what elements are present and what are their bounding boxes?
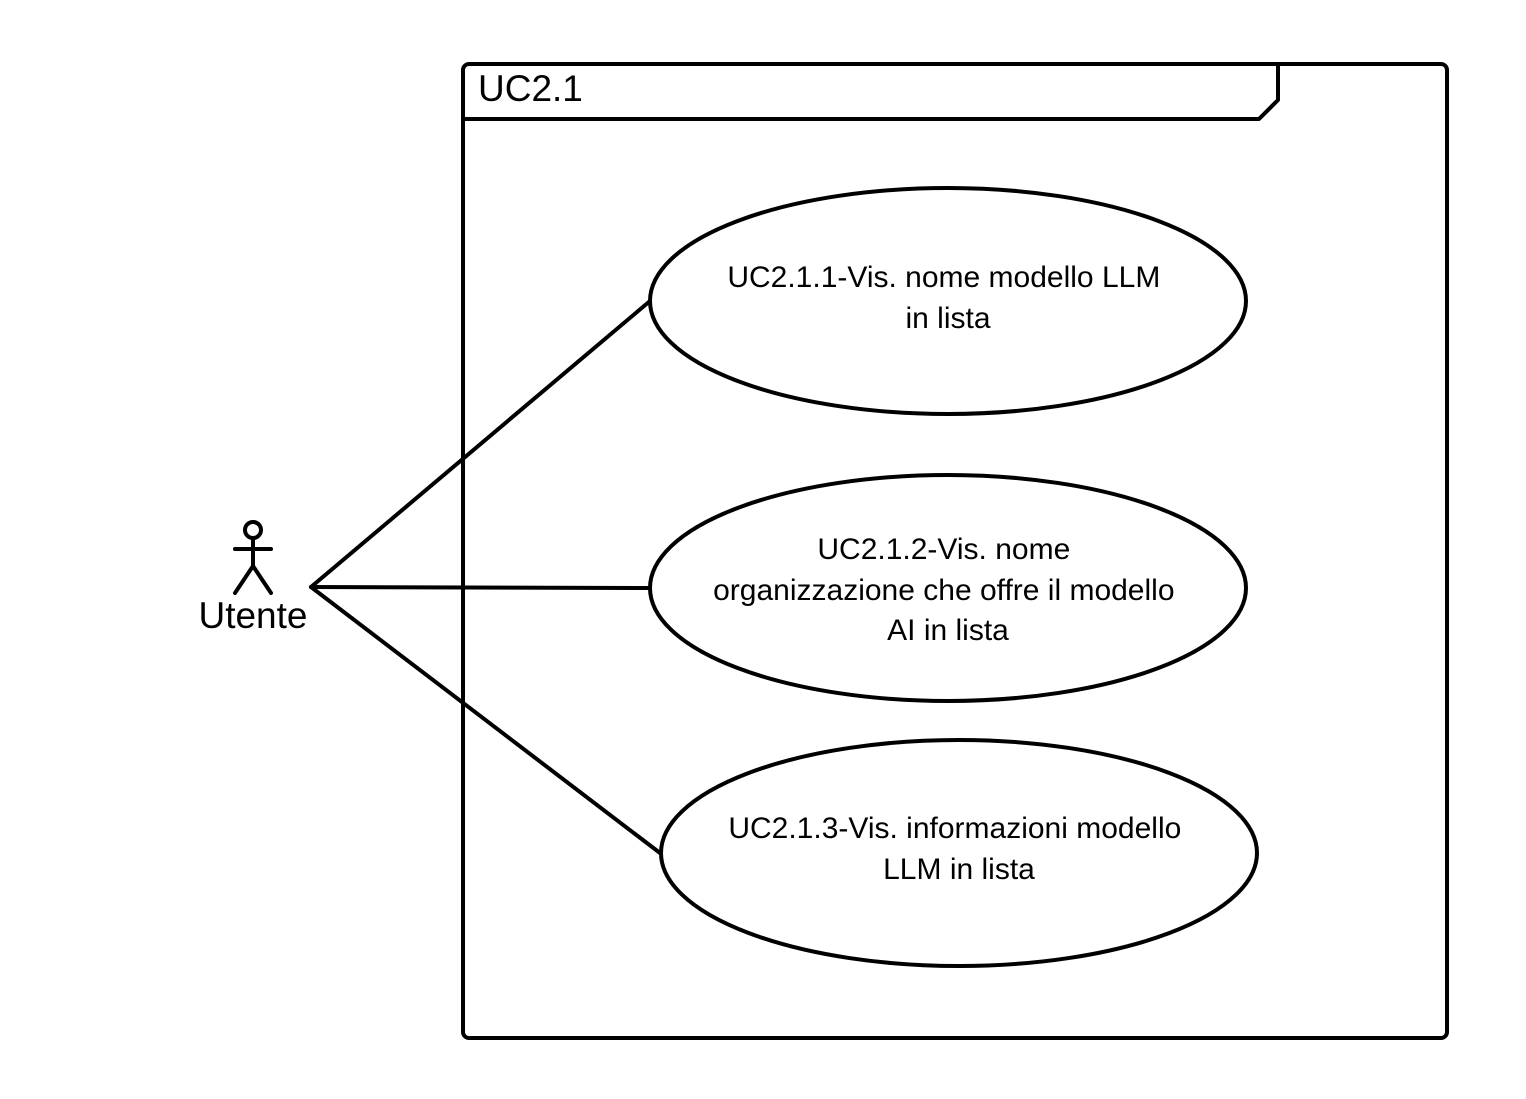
- use-case-uc-2-1-2: UC2.1.2-Vis. nome organizzazione che off…: [648, 473, 1248, 703]
- association-line-uc-2-1-1: [309, 299, 652, 589]
- use-case-label-line: organizzazione che offre il modello: [713, 574, 1174, 607]
- use-case-label: UC2.1.3-Vis. informazioni modello LLM in…: [728, 812, 1189, 886]
- use-case-label-line: AI in lista: [887, 614, 1009, 647]
- use-case-label: UC2.1.1-Vis. nome modello LLM in lista: [727, 261, 1168, 335]
- association-line-uc-2-1-2: [309, 585, 652, 590]
- actor-utente: Utente: [198, 520, 308, 636]
- actor-stick-figure-icon: [233, 520, 273, 595]
- association-line-uc-2-1-3: [309, 585, 662, 855]
- system-boundary: UC2.1: [461, 62, 1449, 1040]
- use-case-label-line: UC2.1.1-Vis. nome modello LLM: [727, 261, 1160, 294]
- use-case-label-line: UC2.1.3-Vis. informazioni modello: [728, 812, 1181, 845]
- use-case-uc-2-1-3: UC2.1.3-Vis. informazioni modello LLM in…: [659, 738, 1259, 968]
- use-case-ellipse: [648, 473, 1248, 703]
- use-case-ellipse: [648, 186, 1248, 416]
- frame-title-tab: [461, 62, 1280, 121]
- use-case-label-line: LLM in lista: [883, 853, 1035, 886]
- use-case-label-line: in lista: [905, 302, 990, 335]
- use-case-label-line: UC2.1.2-Vis. nome: [817, 533, 1070, 566]
- associations: [309, 299, 662, 855]
- system-title: UC2.1: [478, 68, 583, 109]
- system-frame: [461, 62, 1449, 1040]
- use-case-label: UC2.1.2-Vis. nome organizzazione che off…: [713, 533, 1183, 647]
- actor-label: Utente: [198, 595, 307, 636]
- use-case-ellipse: [659, 738, 1259, 968]
- use-case-uc-2-1-1: UC2.1.1-Vis. nome modello LLM in lista: [648, 186, 1248, 416]
